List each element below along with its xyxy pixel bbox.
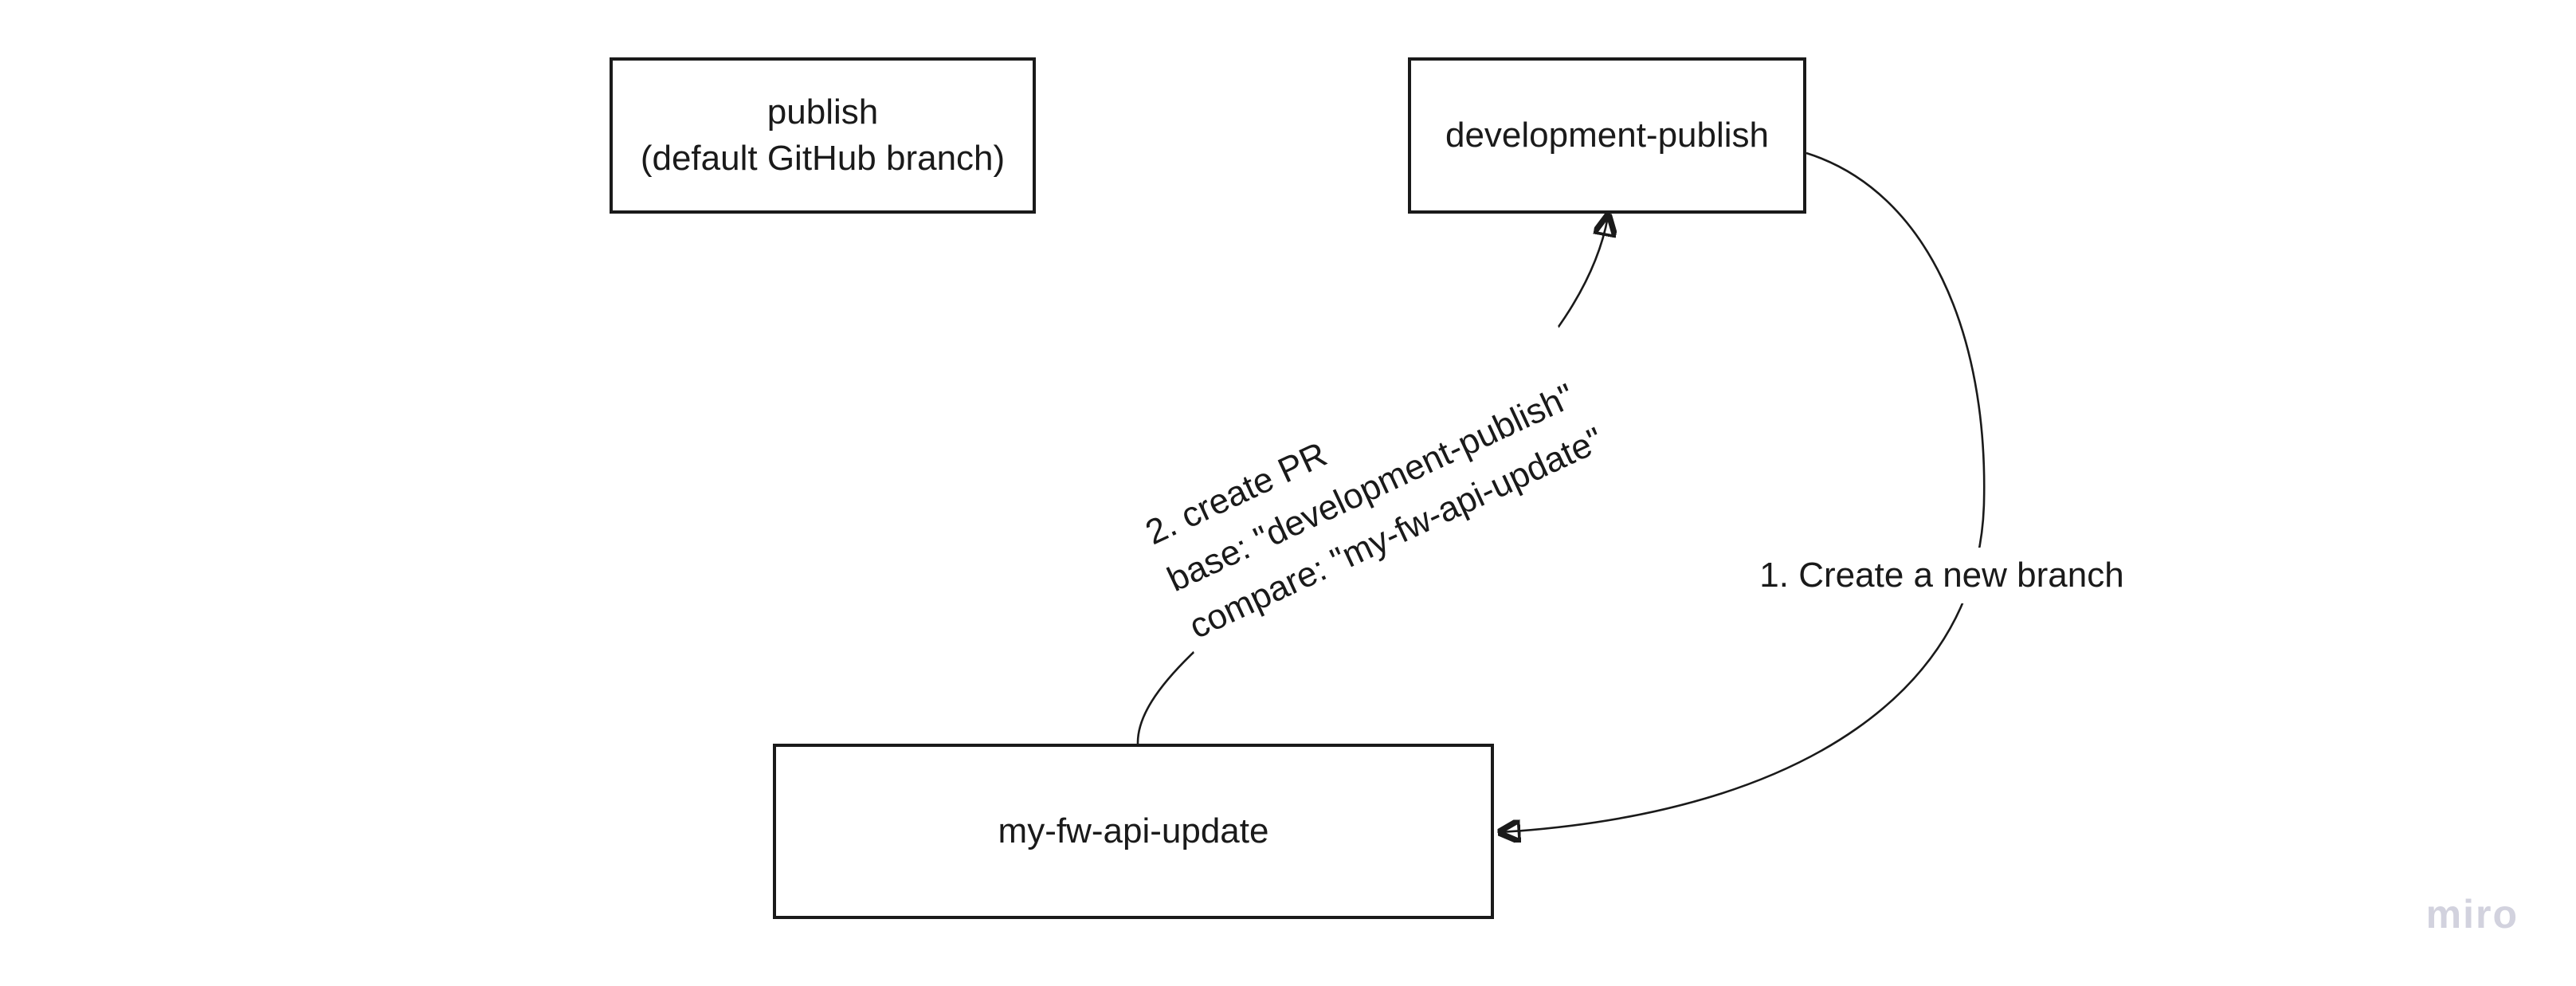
- node-development-publish-branch[interactable]: development-publish: [1408, 57, 1806, 214]
- node-publish-label-line1: publish: [767, 92, 879, 132]
- node-my-fw-api-update-label: my-fw-api-update: [998, 811, 1269, 850]
- node-publish-label-line2: (default GitHub branch): [640, 139, 1006, 178]
- connector-label-create-branch[interactable]: 1. Create a new branch: [1747, 548, 2137, 603]
- connector-create-branch-curve[interactable]: [1501, 151, 1986, 832]
- node-publish-branch[interactable]: publish (default GitHub branch): [610, 57, 1036, 214]
- miro-watermark-logo: miro: [2425, 892, 2519, 937]
- node-my-fw-api-update-branch[interactable]: my-fw-api-update: [773, 744, 1494, 919]
- node-development-publish-label: development-publish: [1445, 116, 1770, 155]
